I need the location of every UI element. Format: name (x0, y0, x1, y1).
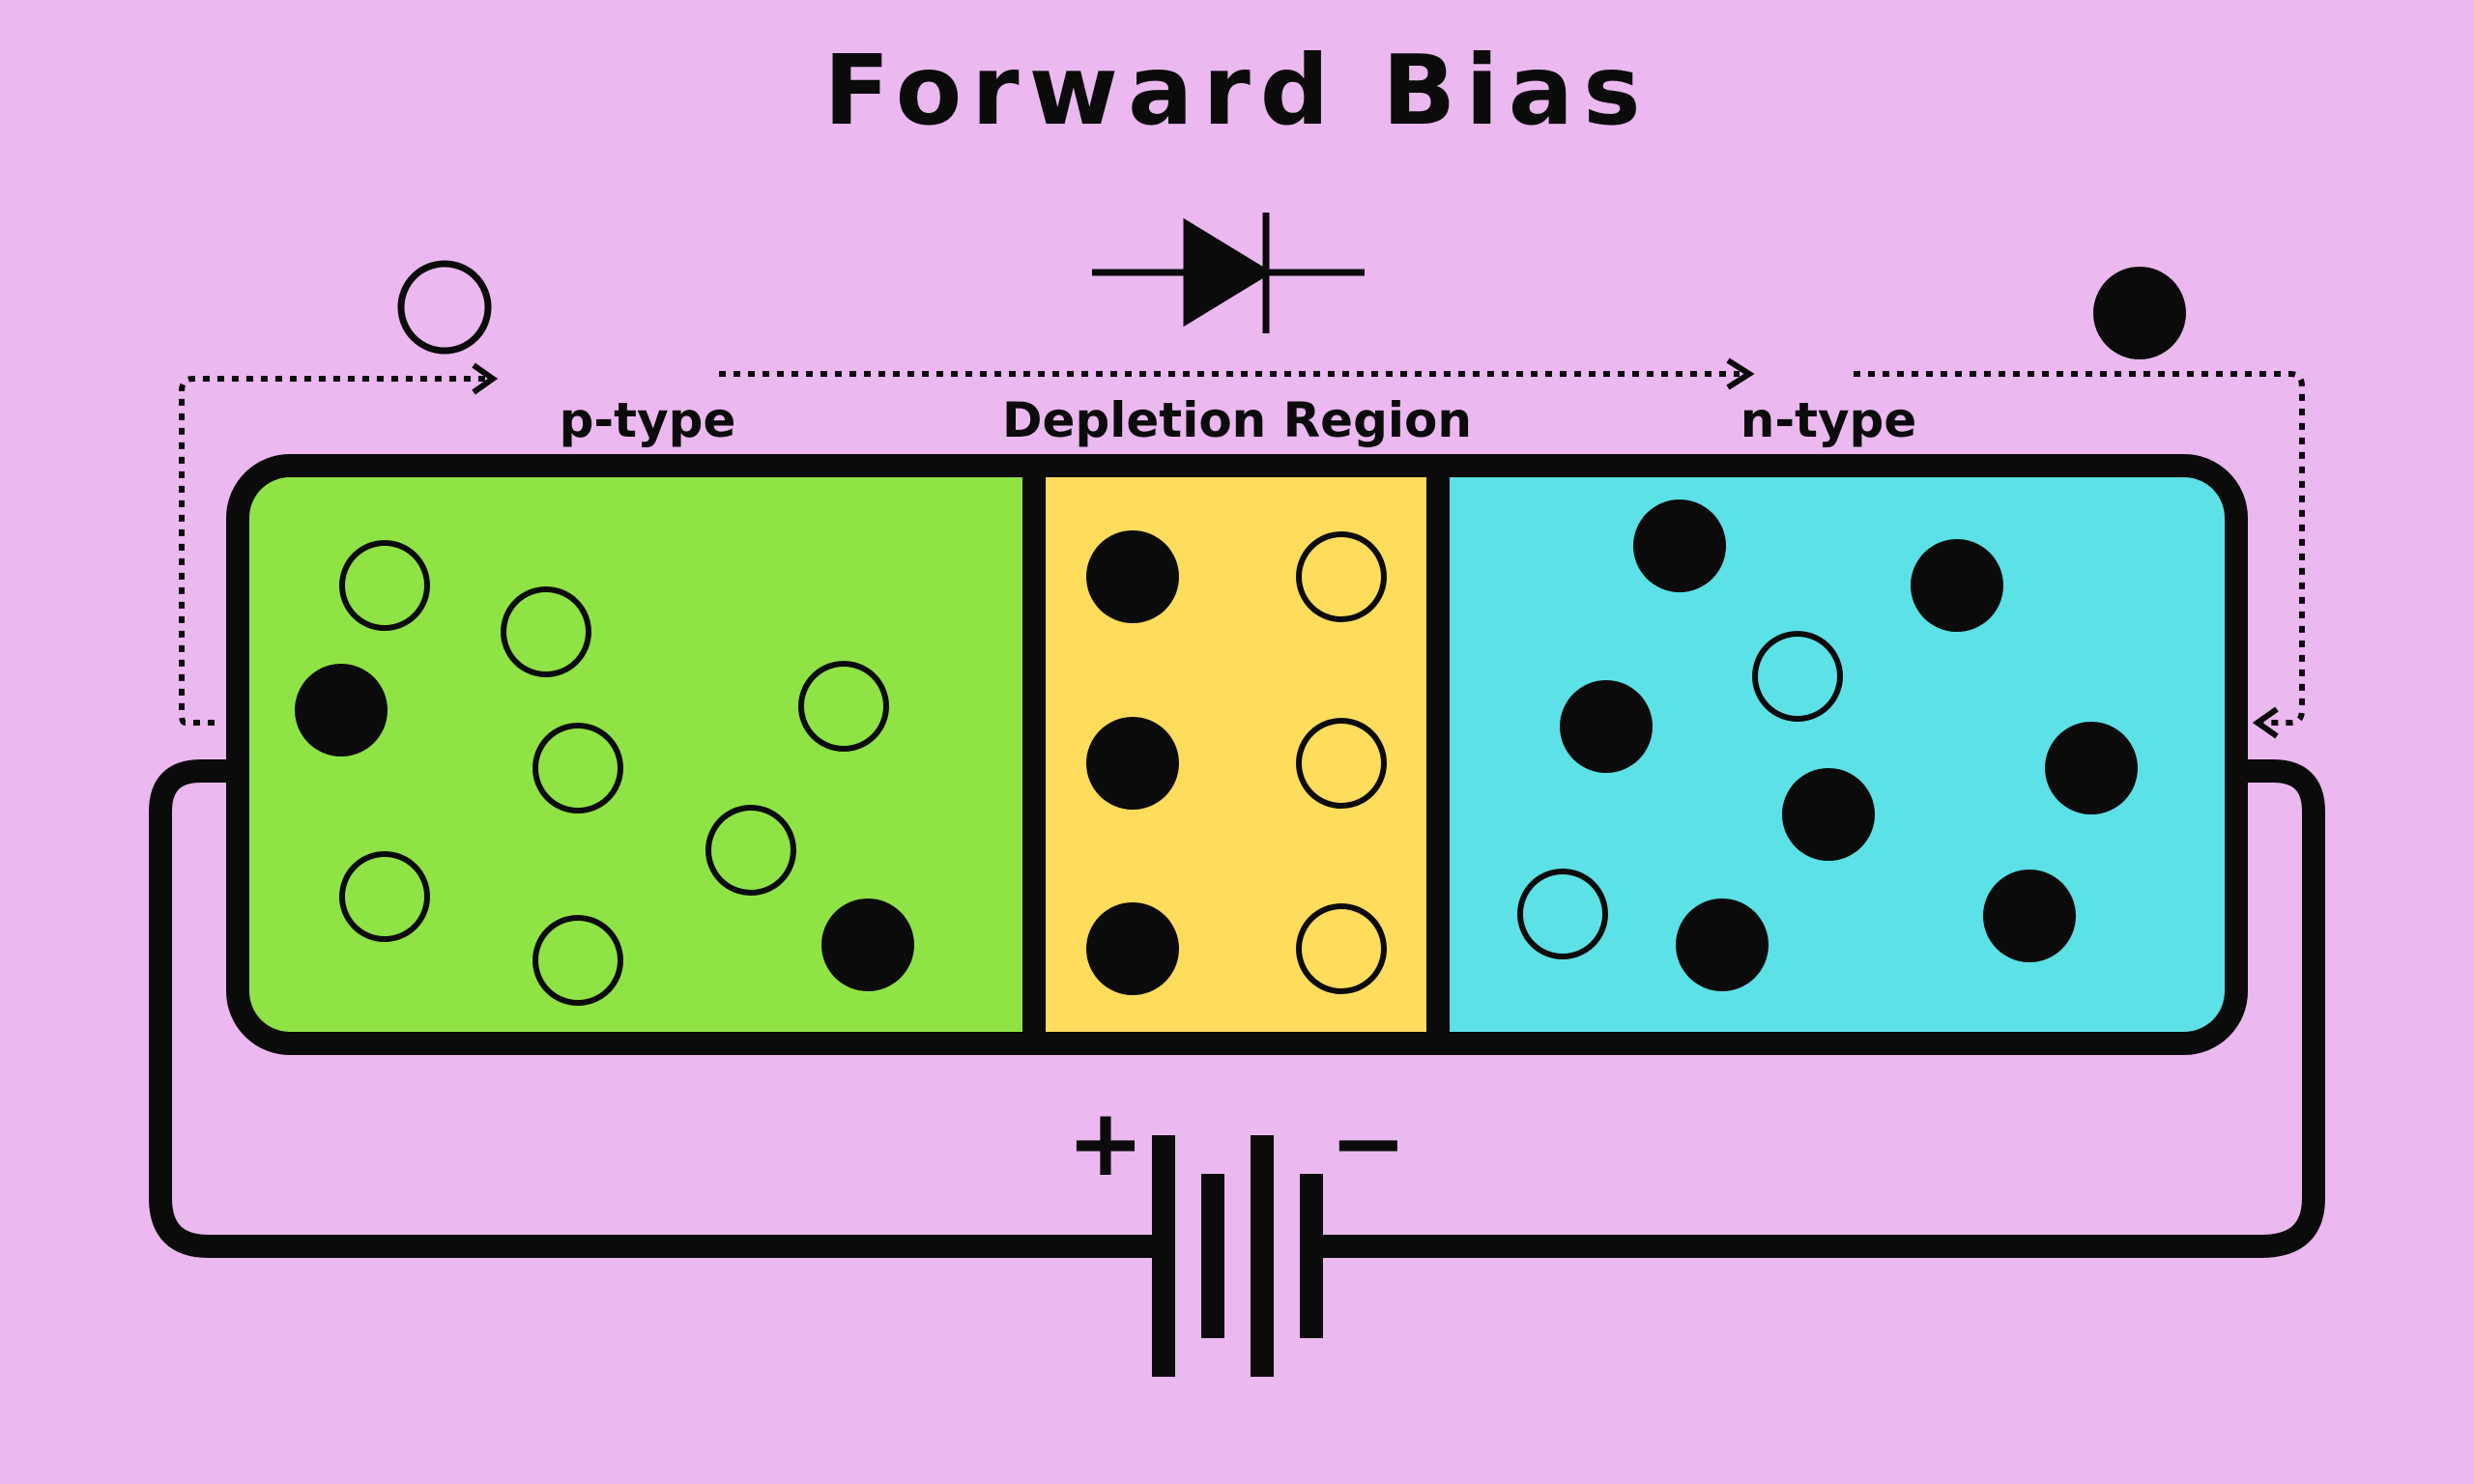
current-flow-path (719, 357, 1755, 390)
electron-legend-icon (2093, 267, 2186, 359)
p-hole (339, 540, 430, 631)
charge-carriers (295, 499, 2138, 1006)
hole-flow-path (179, 362, 499, 726)
depletion-hole (1296, 903, 1387, 994)
depletion-electron (1086, 530, 1179, 623)
depletion-electron (1086, 902, 1179, 995)
n-electron (1911, 539, 2003, 632)
depletion-electron (1086, 717, 1179, 810)
battery-positive-sign: + (1067, 1089, 1144, 1197)
p-type-label: p-type (560, 392, 736, 448)
diode-symbol-icon (1092, 213, 1365, 333)
electron-flow-path (1854, 371, 2305, 739)
n-electron (1676, 899, 1769, 991)
n-electron (1633, 499, 1726, 592)
p-electron (295, 664, 388, 756)
p-electron (821, 899, 914, 991)
n-type-label: n-type (1740, 392, 1917, 448)
n-hole (1752, 631, 1843, 722)
n-electron (2045, 722, 2138, 814)
n-hole (1517, 869, 1608, 959)
depletion-region-label: Depletion Region (1002, 392, 1472, 448)
hole-legend-icon (397, 260, 492, 355)
diagram-title: Forward Bias (823, 34, 1650, 147)
n-electron (1782, 768, 1875, 861)
battery-symbol-icon (1152, 1135, 1323, 1377)
battery-negative-sign: − (1330, 1089, 1407, 1197)
n-electron (1560, 680, 1653, 773)
p-hole (339, 851, 430, 942)
n-electron (1983, 870, 2076, 962)
circuit-wire (149, 759, 2325, 1258)
depletion-hole (1296, 718, 1387, 809)
p-hole (705, 805, 796, 896)
p-hole (798, 661, 889, 752)
depletion-hole (1296, 531, 1387, 622)
p-hole (532, 723, 623, 813)
p-type-region (238, 466, 1034, 1043)
p-hole (501, 586, 591, 677)
p-hole (532, 915, 623, 1006)
